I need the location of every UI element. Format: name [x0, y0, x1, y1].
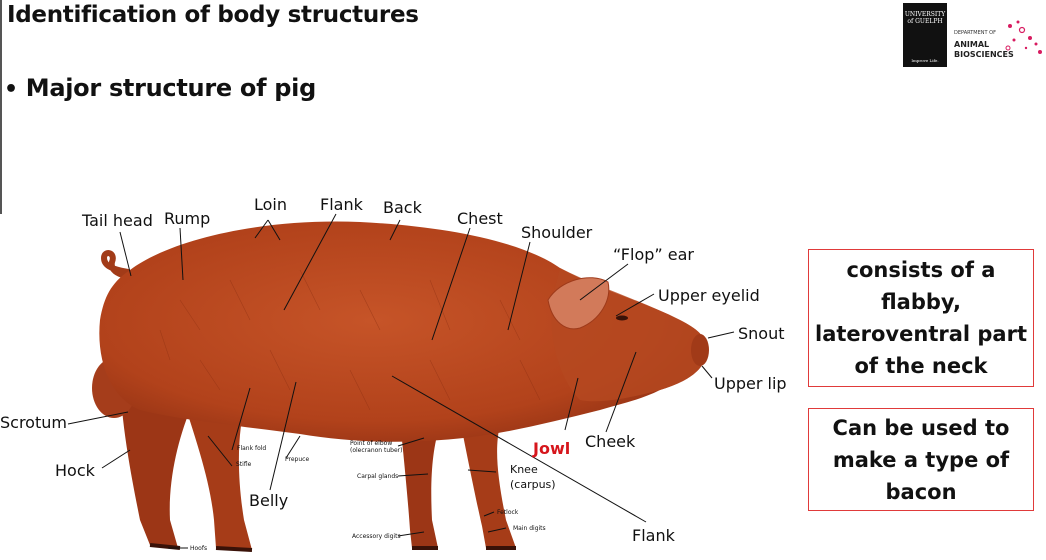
- pig-hooves: [149, 543, 516, 552]
- pig-hind-leg-front: [180, 390, 252, 550]
- label-shoulder: Shoulder: [521, 223, 593, 242]
- pig-snout: [691, 334, 709, 366]
- label-carpal-glands: Carpal glands: [357, 473, 399, 480]
- label-flank-bottom: Flank: [632, 526, 675, 545]
- pig-hair-texture: [159, 269, 541, 411]
- label-point-of-elbow: Point of elbow (olecranon tuber): [350, 440, 403, 454]
- label-upper-eyelid: Upper eyelid: [658, 286, 760, 305]
- slide-title: Identification of body structures: [7, 2, 419, 28]
- label-back: Back: [383, 198, 422, 217]
- pig-illustration: [92, 221, 709, 552]
- department-name: ANIMAL BIOSCIENCES: [954, 40, 1014, 59]
- label-knee: Knee (carpus): [510, 463, 556, 491]
- bullet-item: • Major structure of pig: [4, 74, 316, 102]
- info-box-definition: consists of a flabby, lateroventral part…: [808, 249, 1034, 387]
- label-upper-lip: Upper lip: [714, 374, 787, 393]
- label-main-digits: Main digits: [513, 525, 546, 532]
- label-flank-top: Flank: [320, 195, 363, 214]
- label-tail-head: Tail head: [82, 211, 153, 230]
- pig-hind-leg-back: [120, 380, 190, 548]
- department-small-text: DEPARTMENT OF: [954, 30, 996, 36]
- label-rump: Rump: [164, 209, 211, 228]
- label-hock: Hock: [55, 461, 95, 480]
- university-logo: UNIVERSITY of GUELPH Improve Life.: [903, 3, 947, 67]
- label-loin: Loin: [254, 195, 288, 214]
- department-logo: DEPARTMENT OF ANIMAL BIOSCIENCES: [954, 22, 1034, 66]
- pig-tail: [100, 250, 131, 279]
- label-flop-ear: “Flop” ear: [613, 245, 694, 264]
- bullet-dot-icon: •: [4, 77, 18, 102]
- pig-ear: [547, 277, 610, 330]
- pig-front-leg-front: [460, 420, 516, 548]
- label-flank-fold: Flank fold: [237, 445, 267, 452]
- label-belly: Belly: [249, 491, 289, 510]
- label-fetlock: Fetlock: [497, 509, 519, 516]
- bullet-text: Major structure of pig: [25, 74, 317, 102]
- label-jowl: Jowl: [533, 439, 571, 458]
- university-logo-text: UNIVERSITY of GUELPH: [904, 11, 946, 25]
- info-box-usage: Can be used to make a type of bacon: [808, 408, 1034, 511]
- pig-eye: [616, 315, 628, 321]
- label-accessory-digits: Accessory digits: [352, 533, 401, 540]
- label-chest: Chest: [457, 209, 503, 228]
- university-tagline: Improve Life.: [911, 58, 939, 63]
- label-hoofs: Hoofs: [190, 545, 208, 552]
- pig-front-leg-back: [400, 420, 440, 548]
- department-dots-icon: [1005, 20, 1042, 54]
- label-prepuce: Prepuce: [285, 456, 310, 463]
- label-cheek: Cheek: [585, 432, 636, 451]
- leader-lines: [67, 213, 735, 549]
- pig-body: [99, 221, 707, 442]
- slide-left-rule: [0, 0, 2, 214]
- label-snout: Snout: [738, 324, 785, 343]
- label-stifle: Stifle: [236, 461, 252, 468]
- label-scrotum: Scrotum: [0, 413, 67, 432]
